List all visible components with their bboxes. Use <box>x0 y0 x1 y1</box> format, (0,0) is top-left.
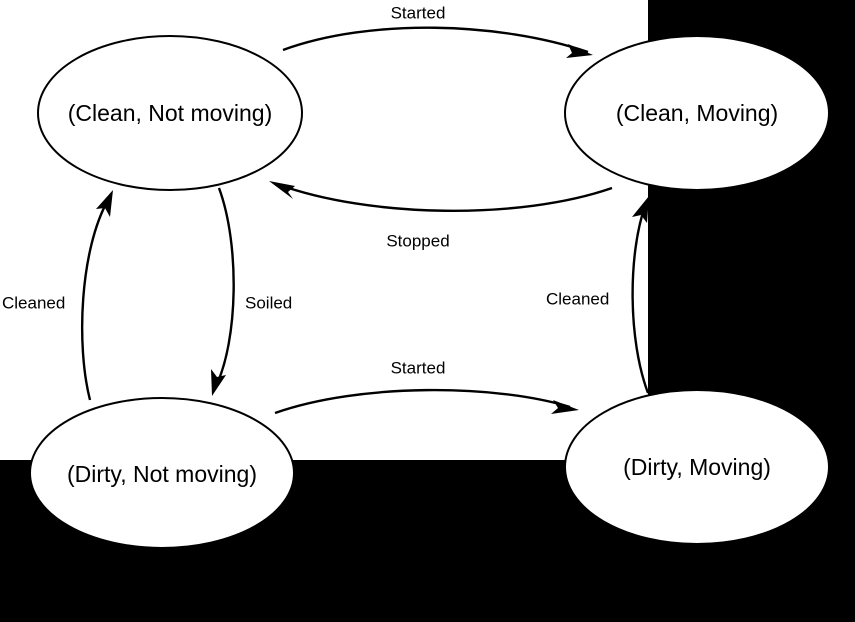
edge-soiled[interactable] <box>211 187 235 396</box>
state-node-clean-not-moving[interactable]: (Clean, Not moving) <box>37 35 303 191</box>
edge-cleaned-right-arrowhead <box>632 196 649 223</box>
state-ellipse-dirty-moving <box>564 389 830 545</box>
node-layer: (Clean, Not moving) (Clean, Moving) (Dir… <box>29 35 830 549</box>
edge-label-layer: Started Stopped Cleaned Soiled Cleaned S… <box>2 3 609 377</box>
edge-stopped[interactable] <box>269 181 613 212</box>
edge-started-top[interactable] <box>282 26 593 58</box>
state-ellipse-dirty-not-moving <box>29 397 295 549</box>
state-node-dirty-not-moving[interactable]: (Dirty, Not moving) <box>29 397 295 549</box>
state-node-clean-moving[interactable]: (Clean, Moving) <box>564 35 830 191</box>
state-node-dirty-moving[interactable]: (Dirty, Moving) <box>564 389 830 545</box>
edge-label-stopped: Stopped <box>386 231 449 250</box>
edge-label-started-top: Started <box>391 3 446 22</box>
state-label-clean-moving: (Clean, Moving) <box>616 100 778 126</box>
state-label-dirty-not-moving: (Dirty, Not moving) <box>67 461 257 487</box>
edge-label-started-bottom: Started <box>391 358 446 377</box>
edge-started-bottom-arrowhead <box>551 400 579 414</box>
edge-started-top-path <box>282 26 589 54</box>
edge-cleaned-left-arrowhead <box>96 190 113 217</box>
state-label-clean-not-moving: (Clean, Not moving) <box>68 100 273 126</box>
edge-stopped-path <box>276 182 613 212</box>
state-ellipse-clean-moving <box>564 35 830 191</box>
edge-started-bottom[interactable] <box>274 388 579 415</box>
state-label-dirty-moving: (Dirty, Moving) <box>623 454 771 480</box>
edge-cleaned-left[interactable] <box>81 190 113 401</box>
edge-cleaned-right-path <box>631 205 650 394</box>
edge-soiled-path <box>214 187 235 387</box>
edge-stopped-arrowhead <box>269 181 295 199</box>
edge-started-top-arrowhead <box>566 44 593 58</box>
edge-label-cleaned-right: Cleaned <box>546 289 609 308</box>
edge-cleaned-left-path <box>81 199 110 401</box>
edge-cleaned-right[interactable] <box>631 196 650 394</box>
edge-label-cleaned-left: Cleaned <box>2 293 65 312</box>
edge-soiled-arrowhead <box>211 369 226 396</box>
edge-layer <box>81 26 650 415</box>
edge-label-soiled: Soiled <box>245 293 292 312</box>
edge-started-bottom-path <box>274 388 571 415</box>
state-ellipse-clean-not-moving <box>37 35 303 191</box>
